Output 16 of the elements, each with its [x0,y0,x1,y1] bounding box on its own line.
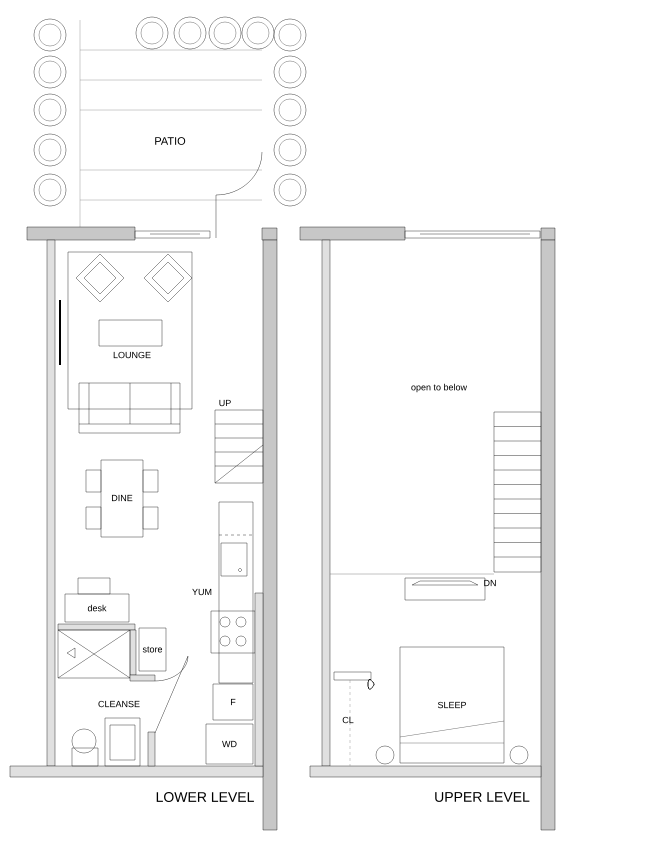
appliance-box: F [212,684,254,720]
room-label: CL [342,716,354,724]
room-label: DN [484,580,496,586]
room-label: YUM [192,588,212,596]
room-label: LOWER LEVEL [156,792,254,802]
appliance-box: WD [206,724,254,764]
room-label: open to below [411,384,468,392]
appliance-box: store [138,628,166,672]
room-label: CLEANSE [98,700,140,708]
room-label: UPPER LEVEL [435,792,530,802]
appliance-box: desk [64,594,130,622]
room-label: PATIO [155,137,186,145]
appliance-box: SLEEP [400,646,504,764]
room-label: UP [219,400,231,406]
room-label: DINE [112,494,132,502]
room-label: LOUNGE [114,352,151,358]
